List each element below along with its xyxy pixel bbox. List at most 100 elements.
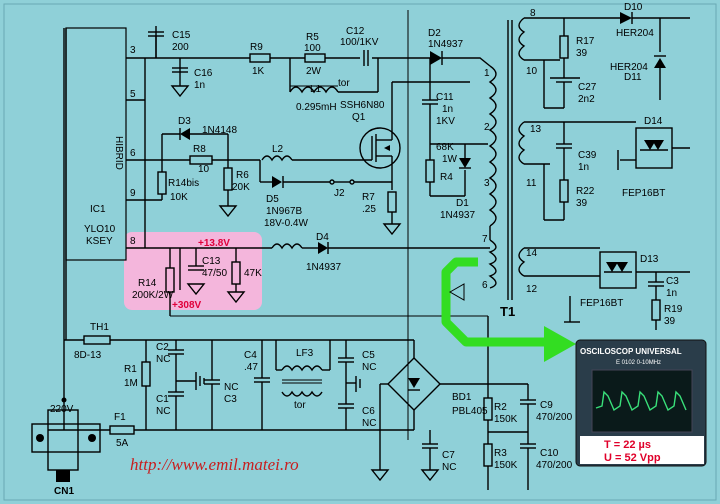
f1-value: 5A — [116, 438, 129, 449]
cn1-connector — [31, 409, 101, 482]
c15-capacitor — [148, 31, 164, 58]
r2-label: R2 — [494, 402, 507, 413]
highlight-zone — [124, 232, 262, 310]
c10-label: C10 — [540, 448, 559, 459]
osc-model: E 0102 0-10MHz — [616, 360, 661, 366]
c6-value: NC — [362, 418, 376, 429]
t1-pin8: 8 — [530, 8, 536, 19]
r6-label: R6 — [236, 170, 249, 181]
lf3-tor: tor — [294, 400, 306, 411]
r14-value: 200K/2W — [132, 290, 174, 301]
r3-label: R3 — [494, 448, 507, 459]
r1-label: R1 — [124, 364, 137, 375]
d2-diode — [430, 51, 443, 65]
th1-value: 8D-13 — [74, 350, 102, 361]
q1-mosfet — [340, 81, 470, 190]
d5-value: 1N967B — [266, 206, 302, 217]
t1-pin10: 10 — [526, 66, 538, 77]
c1-label: C1 — [156, 394, 169, 405]
ic-pin8: 8 — [130, 236, 136, 247]
d14-label: D14 — [644, 116, 663, 127]
c3b-nc: NC — [224, 382, 238, 393]
c16-label: C16 — [194, 68, 213, 79]
voltage-220v: 220V — [50, 404, 74, 415]
frame — [3, 3, 717, 501]
bd1-bridge — [370, 339, 488, 482]
d10-label: D10 — [624, 2, 643, 13]
c11-label: C11 — [436, 92, 454, 103]
probe-arrow — [441, 257, 576, 362]
th1-label: TH1 — [90, 322, 109, 333]
c13-resistor-value: 47K — [244, 268, 262, 279]
bd1-value: PBL405 — [452, 406, 488, 417]
snubber-network — [422, 58, 488, 197]
c4-value: .47 — [244, 362, 258, 373]
d1-value: 1N4937 — [440, 210, 475, 221]
l1-tor: tor — [338, 78, 350, 89]
c6-label: C6 — [362, 406, 375, 417]
c15-value: 200 — [172, 42, 189, 53]
secondary-mid — [543, 121, 690, 221]
c27-value: 2n2 — [578, 94, 595, 105]
c39-value: 1n — [578, 162, 589, 173]
c15-label: C15 — [172, 30, 191, 41]
r4-label: R4 — [440, 172, 453, 183]
d3-label: D3 — [178, 116, 191, 127]
c10-value: 470/200 — [536, 460, 573, 471]
ic-pin9: 9 — [130, 188, 136, 199]
c27-label: C27 — [578, 82, 597, 93]
d13-label: D13 — [640, 254, 659, 265]
ic-label-ic1: IC1 — [90, 204, 106, 215]
secondary-top — [543, 12, 690, 109]
ic-label-hibrid: HIBRID — [113, 136, 124, 170]
t1-pin2: 2 — [484, 122, 490, 133]
ic-pin5: 5 — [130, 89, 136, 100]
c3b-label: C3 — [224, 394, 237, 405]
c7-label: C7 — [442, 450, 455, 461]
r1-value: 1M — [124, 378, 138, 389]
c4-label: C4 — [244, 350, 257, 361]
d13-value: FEP16BT — [580, 298, 623, 309]
c1-value: NC — [156, 406, 170, 417]
d3-value: 1N4148 — [202, 125, 237, 136]
secondary-bottom — [560, 247, 690, 330]
c11-voltage: 1KV — [436, 116, 455, 127]
pin8-supply — [145, 242, 490, 317]
t1-pin12: 12 — [526, 284, 538, 295]
lf3-filter — [275, 340, 331, 397]
c2-value: NC — [156, 354, 170, 365]
bulk-caps — [483, 316, 536, 490]
r2-value: 150K — [494, 414, 518, 425]
footer-url[interactable]: http://www.emil.matei.ro — [130, 455, 299, 474]
l2-label: L2 — [272, 144, 284, 155]
c16-value: 1n — [194, 80, 205, 91]
r5-label: R5 — [306, 32, 319, 43]
d5-power: 18V-0.4W — [264, 218, 308, 229]
lf3-label: LF3 — [296, 348, 314, 359]
r14bis-value: 10K — [170, 192, 188, 203]
r14-label: R14 — [138, 278, 157, 289]
pin6-network — [145, 128, 272, 218]
c7-value: NC — [442, 462, 456, 473]
c39-label: C39 — [578, 150, 597, 161]
c13-value: 47/50 — [202, 268, 227, 279]
d11-label: D11 — [624, 72, 642, 83]
t1-pin13: 13 — [530, 124, 542, 135]
r9-value: 1K — [252, 66, 265, 77]
t1-pin6: 6 — [482, 280, 488, 291]
voltage-308v: +308V — [172, 300, 202, 311]
f1-label: F1 — [114, 412, 126, 423]
l1-value: 0.295mH — [296, 102, 337, 113]
ic-label-ksey: KSEY — [86, 236, 113, 247]
c5-value: NC — [362, 362, 376, 373]
r17-value: 39 — [576, 48, 588, 59]
c3-label: C3 — [666, 276, 679, 287]
d4-value: 1N4937 — [306, 262, 341, 273]
r8-label: R8 — [193, 144, 206, 155]
osc-title: OSCILOSCOP UNIVERSAL — [580, 347, 682, 356]
l1-inductor — [289, 58, 379, 94]
r5-power: 2W — [306, 66, 322, 77]
t1-pin3: 3 — [484, 178, 490, 189]
